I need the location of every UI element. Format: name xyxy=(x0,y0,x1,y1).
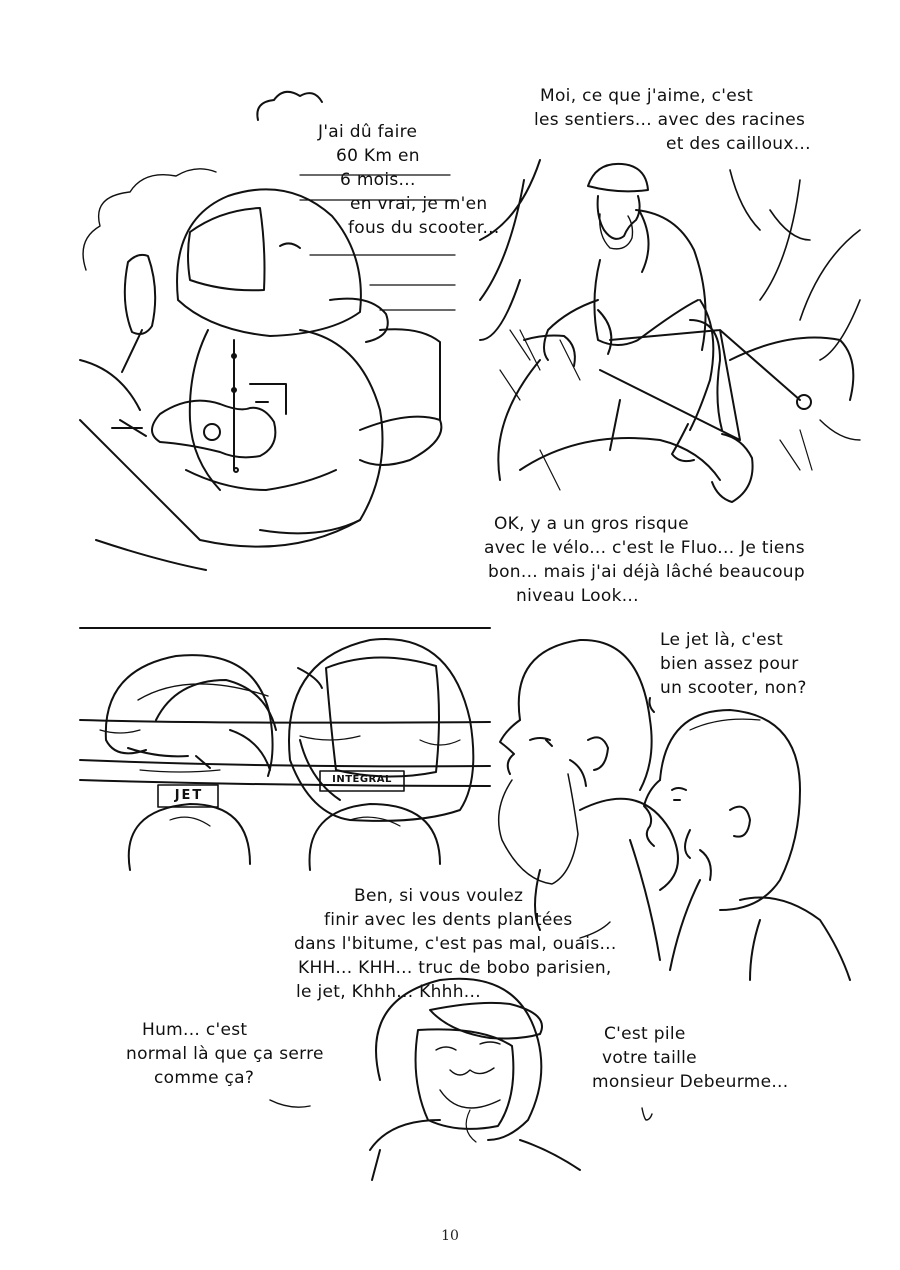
tag-integral xyxy=(319,770,405,792)
speech-line: fous du scooter... xyxy=(348,218,500,238)
handlebar xyxy=(111,419,147,437)
speech-line: et des cailloux... xyxy=(666,134,811,154)
speech-line: bien assez pour xyxy=(660,654,799,674)
speech-line: en vrai, je m'en xyxy=(350,194,488,214)
speech-line: niveau Look... xyxy=(516,586,639,606)
speed-lines xyxy=(299,174,456,311)
customer-coat xyxy=(669,879,851,981)
speech-line: C'est pile xyxy=(604,1024,686,1044)
speech-cyclist-bottom: OK, y a un gros risque avec le vélo... c… xyxy=(484,512,805,608)
lower-helmet-2 xyxy=(308,803,441,871)
jet-label: JET xyxy=(174,788,204,803)
panel-scooter-rider xyxy=(79,90,456,571)
salesman-hoodie xyxy=(534,797,679,961)
speech-salesman-answer: Ben, si vous voulez finir avec les dents… xyxy=(290,884,617,1004)
speech-line: KHH... KHH... truc de bobo parisien, xyxy=(298,958,612,978)
display-shelf xyxy=(79,719,491,787)
tree-right xyxy=(729,169,861,361)
speech-line: Hum... c'est xyxy=(142,1020,248,1040)
speech-line: finir avec les dents plantées xyxy=(324,910,573,930)
mirror-icon xyxy=(123,253,157,335)
speech-tail xyxy=(269,921,653,1121)
beard xyxy=(497,773,579,885)
speech-line: 6 mois... xyxy=(340,170,416,190)
speech-line: J'ai dû faire xyxy=(318,122,418,142)
panel-cyclist xyxy=(479,159,861,503)
speech-line: un scooter, non? xyxy=(660,678,807,698)
cloud-puff xyxy=(256,90,323,121)
front-wheel xyxy=(519,437,721,481)
speech-line: 60 Km en xyxy=(336,146,420,166)
panel-helmet-fitting xyxy=(369,977,581,1181)
speech-line: votre taille xyxy=(602,1048,697,1068)
rear-wheel xyxy=(729,336,855,401)
bicycle-frame xyxy=(599,329,801,451)
fitted-helmet xyxy=(375,977,543,1141)
tag-jet xyxy=(157,784,219,808)
lower-helmet-1 xyxy=(127,803,251,871)
speech-line: bon... mais j'ai déjà lâché beaucoup xyxy=(488,562,805,582)
speech-line: comme ça? xyxy=(154,1068,255,1088)
speech-rider: J'ai dû faire 60 Km en 6 mois... en vrai… xyxy=(318,120,500,240)
speech-line: dans l'bitume, c'est pas mal, ouais... xyxy=(294,934,617,954)
gloved-hand xyxy=(151,399,277,459)
speech-line: OK, y a un gros risque xyxy=(494,514,689,534)
speech-customer-helmet: Hum... c'est normal là que ça serre comm… xyxy=(126,1018,324,1090)
beard xyxy=(599,213,634,250)
speech-line: les sentiers... avec des racines xyxy=(534,110,806,130)
jet-helmet xyxy=(104,654,274,777)
speech-salesman-size: C'est pile votre taille monsieur Debeurm… xyxy=(592,1022,788,1094)
bike-handlebar xyxy=(523,334,576,367)
exhaust-cloud xyxy=(82,168,217,271)
bald-salesman xyxy=(517,638,653,791)
integral-label: INTEGRAL xyxy=(332,774,392,785)
speech-line: Le jet là, c'est xyxy=(660,630,784,650)
tree-left xyxy=(479,159,541,481)
jacket xyxy=(188,329,384,535)
helmet-visor xyxy=(429,1001,543,1040)
panel-salesman xyxy=(497,638,851,981)
bike-helmet xyxy=(587,162,649,193)
integral-helmet xyxy=(288,638,475,822)
speech-line: Ben, si vous voulez xyxy=(354,886,524,906)
customer-head xyxy=(659,709,801,911)
speech-line: avec le vélo... c'est le Fluo... Je tien… xyxy=(484,538,805,558)
speech-line: le jet, Khhh... Khhh... xyxy=(296,982,481,1002)
hoodie xyxy=(593,209,707,351)
grass xyxy=(499,329,813,491)
speech-line: normal là que ça serre xyxy=(126,1044,324,1064)
speech-salesman-question: Le jet là, c'est bien assez pour un scoo… xyxy=(660,628,807,700)
panel-helmet-shelf xyxy=(79,627,491,871)
speech-line: monsieur Debeurme... xyxy=(592,1072,789,1092)
jacket-collar xyxy=(369,1119,581,1181)
speech-cyclist-top: Moi, ce que j'aime, c'est les sentiers..… xyxy=(534,84,811,156)
scooter-body xyxy=(79,359,361,571)
speech-line: Moi, ce que j'aime, c'est xyxy=(540,86,754,106)
full-face-helmet xyxy=(176,188,362,337)
page-number: 10 xyxy=(441,1228,459,1244)
squashed-face xyxy=(435,1041,501,1076)
